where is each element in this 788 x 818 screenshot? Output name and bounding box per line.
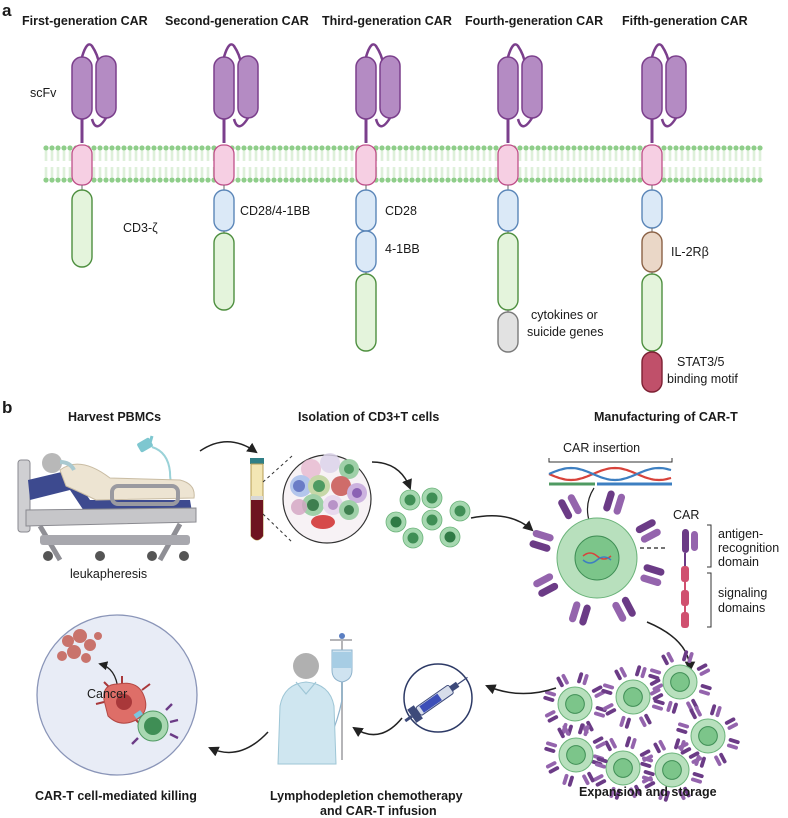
isolation-title: Isolation of CD3+T cells	[298, 410, 439, 424]
killing-title: CAR-T cell-mediated killing	[35, 789, 197, 803]
signaling-label-2: domains	[718, 601, 765, 615]
gen4-title: Fourth-generation CAR	[465, 14, 603, 28]
infusion-title-1: Lymphodepletion chemotherapy	[270, 789, 463, 803]
blood-cells-zoom	[282, 453, 372, 544]
gen3-cd28-label: CD28	[385, 204, 417, 218]
antigen-label-2: recognition	[718, 541, 779, 555]
syringe-icon	[403, 663, 473, 733]
harvest-title: Harvest PBMCs	[68, 410, 161, 424]
arrow-to-syringe	[485, 684, 557, 695]
arrow-to-patient	[352, 717, 403, 737]
cancer-label: Cancer	[87, 687, 127, 701]
car-insertion-bracket	[548, 458, 673, 463]
gen5-il2rb-label: IL-2Rβ	[671, 245, 709, 259]
car-t-expanded-2	[601, 665, 665, 729]
gen4-cytokines-label-1: cytokines or	[531, 308, 598, 322]
patient-iv-icon	[277, 633, 353, 765]
expansion-title: Expansion and storage	[579, 785, 717, 799]
gen5-title: Fifth-generation CAR	[622, 14, 748, 28]
arrow-to-killing	[208, 731, 269, 757]
isolated-t-cells	[385, 487, 471, 549]
car-label: CAR	[673, 508, 699, 522]
gen2-cd28-label: CD28/4-1BB	[240, 204, 310, 218]
antigen-label-1: antigen-	[718, 527, 763, 541]
zoom-lines	[262, 455, 293, 543]
car-gen1	[71, 43, 117, 268]
car-t-expanded-4	[676, 704, 740, 768]
gen3-title: Third-generation CAR	[322, 14, 452, 28]
car-gen4	[497, 43, 543, 353]
manufacturing-title: Manufacturing of CAR-T	[594, 410, 738, 424]
killing-scene-icon	[36, 614, 198, 776]
hospital-bed-icon	[17, 435, 197, 562]
car-t-expanded-6	[640, 738, 704, 802]
arrow-to-tcells	[371, 461, 412, 490]
antigen-label-3: domain	[718, 555, 759, 569]
gen5-stat-label-2: binding motif	[667, 372, 738, 386]
car-t-expanded-7	[544, 723, 608, 787]
car-insertion-label: CAR insertion	[563, 441, 640, 455]
expanded-car-t-cells	[543, 650, 740, 802]
car-detail-icon	[681, 529, 698, 628]
infusion-title-2: and CAR-T infusion	[320, 804, 437, 818]
car-gen5	[641, 43, 687, 393]
gen4-cytokines-label-2: suicide genes	[527, 325, 603, 339]
gen2-title: Second-generation CAR	[165, 14, 309, 28]
car-receptors	[71, 43, 687, 393]
gen1-cd3z-label: CD3-ζ	[123, 221, 158, 235]
antigen-bracket	[707, 524, 712, 568]
leukapheresis-label: leukapheresis	[70, 567, 147, 581]
cell-membrane	[43, 145, 763, 183]
gen3-41bb-label: 4-1BB	[385, 242, 420, 256]
arrow-to-manufacturing	[470, 515, 534, 532]
signaling-label-1: signaling	[718, 586, 767, 600]
blood-tube-icon	[250, 458, 264, 541]
arrow-to-expansion	[646, 621, 696, 673]
panel-a-label: a	[2, 1, 12, 20]
car-t-main	[529, 490, 665, 626]
panel-b-label: b	[2, 398, 12, 417]
car-gen3	[355, 43, 401, 352]
car-t-expanded-1	[543, 672, 607, 736]
scfv-label: scFv	[30, 86, 57, 100]
gen5-stat-label-1: STAT3/5	[677, 355, 725, 369]
car-t-cell-large	[529, 490, 665, 626]
gen1-title: First-generation CAR	[22, 14, 148, 28]
dna-icon	[548, 466, 672, 486]
signaling-bracket	[707, 572, 712, 628]
arrow-harvest-to-tube	[199, 441, 258, 454]
car-gen2	[213, 43, 259, 311]
